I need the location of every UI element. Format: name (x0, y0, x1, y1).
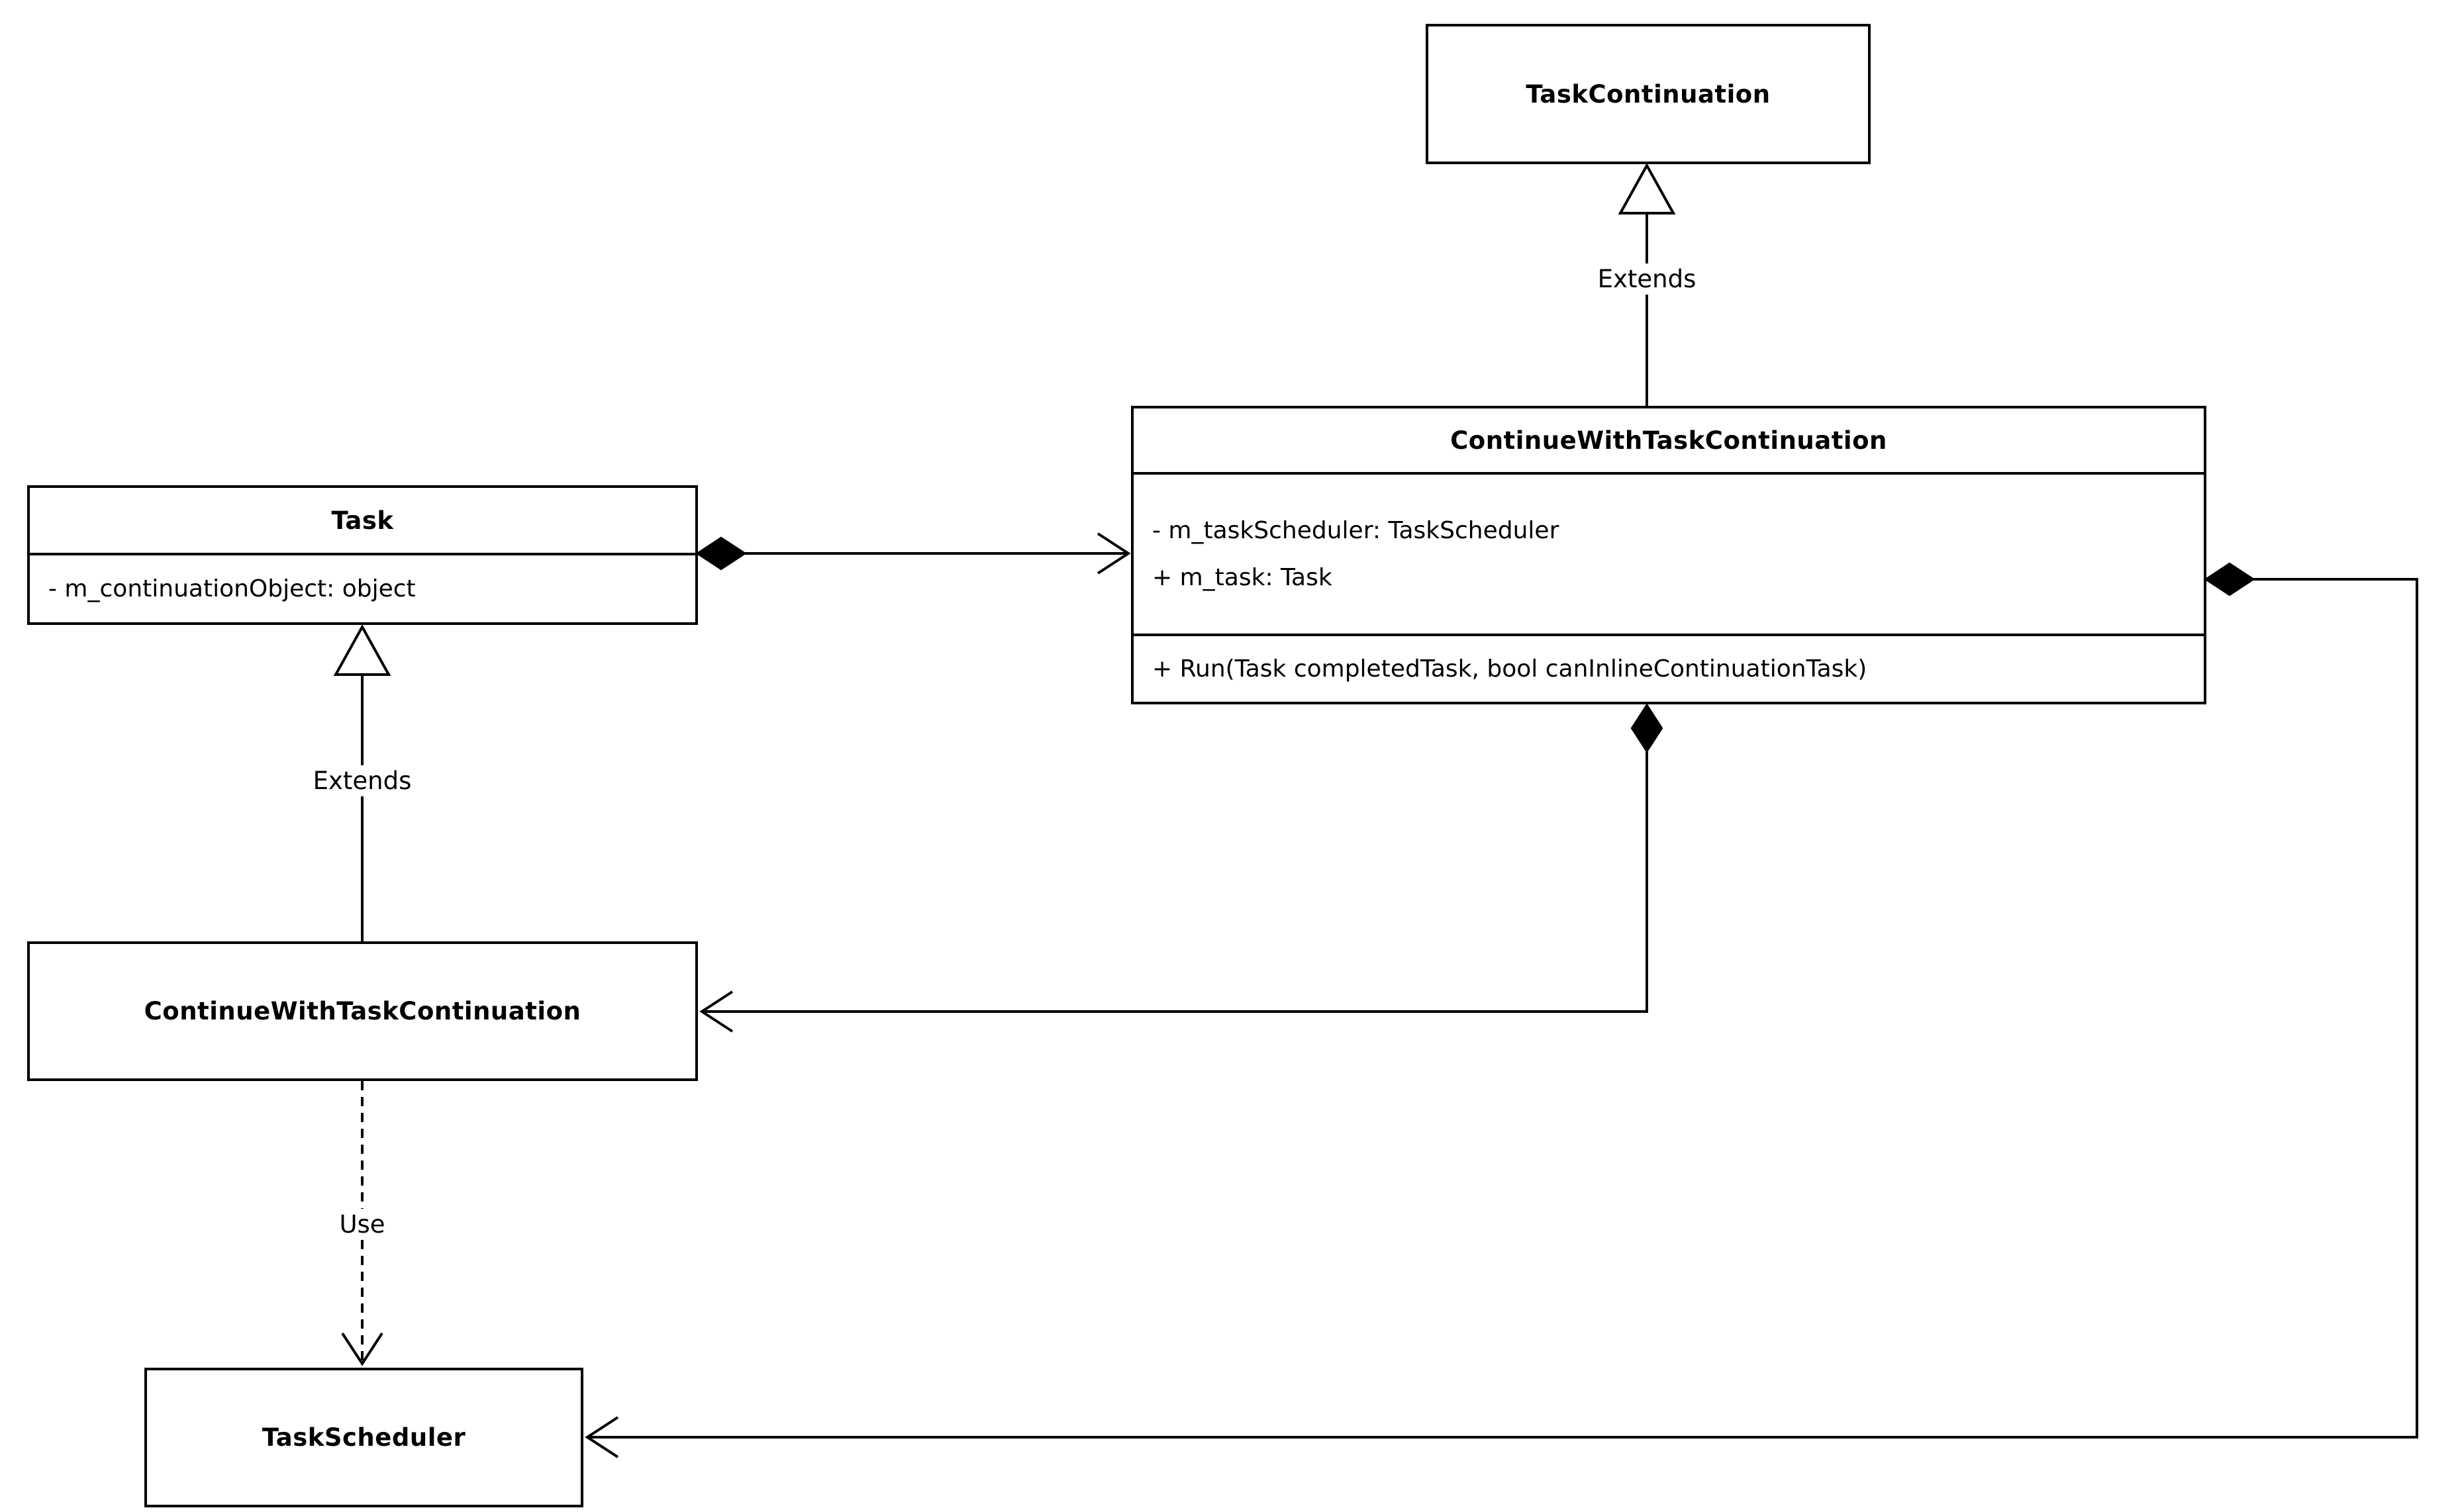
class-box-continuewithtaskcontinuation-sub: ContinueWithTaskContinuation (27, 941, 698, 1081)
class-title: Task (30, 488, 695, 555)
class-title: ContinueWithTaskContinuation (144, 997, 581, 1025)
field-line: - m_continuationObject: object (48, 575, 416, 602)
hollow-triangle-icon (1618, 162, 1676, 214)
class-box-taskscheduler: TaskScheduler (144, 1368, 583, 1507)
field-line: - m_taskScheduler: TaskScheduler (1152, 517, 1559, 544)
edge-label-text: Extends (306, 765, 418, 796)
open-arrowhead-icon (341, 1332, 383, 1366)
class-title: ContinueWithTaskContinuation (1134, 408, 2204, 475)
edge-label-text: Use (332, 1209, 392, 1240)
class-title: TaskScheduler (262, 1423, 466, 1452)
edge-label-text: Extends (1591, 263, 1703, 295)
methods-compartment: + Run(Task completedTask, bool canInline… (1134, 634, 2204, 702)
method-line: + Run(Task completedTask, bool canInline… (1152, 655, 1867, 683)
field-line: + m_task: Task (1152, 564, 1332, 591)
composition-arrow-task-to-main (695, 532, 1131, 575)
open-arrowhead-icon (585, 1416, 619, 1458)
fields-compartment: - m_continuationObject: object (30, 555, 695, 622)
open-arrowhead-icon (1097, 532, 1131, 575)
edge-label-extends: Extends (1541, 263, 1753, 295)
edge-label-extends: Extends (256, 765, 468, 796)
class-box-taskcontinuation: TaskContinuation (1426, 24, 1871, 164)
filled-diamond-icon (695, 536, 747, 571)
hollow-triangle-icon (333, 624, 391, 676)
edge-label-use: Use (256, 1209, 468, 1240)
composition-arrow-main-to-sub (699, 703, 1663, 1033)
filled-diamond-icon (1630, 703, 1663, 753)
open-arrowhead-icon (699, 990, 734, 1033)
fields-compartment: - m_taskScheduler: TaskScheduler + m_tas… (1134, 475, 2204, 634)
class-box-continuewithtaskcontinuation-main: ContinueWithTaskContinuation - m_taskSch… (1131, 406, 2206, 704)
class-title: TaskContinuation (1526, 79, 1771, 109)
filled-diamond-icon (2204, 562, 2255, 596)
class-box-task: Task - m_continuationObject: object (27, 485, 698, 625)
